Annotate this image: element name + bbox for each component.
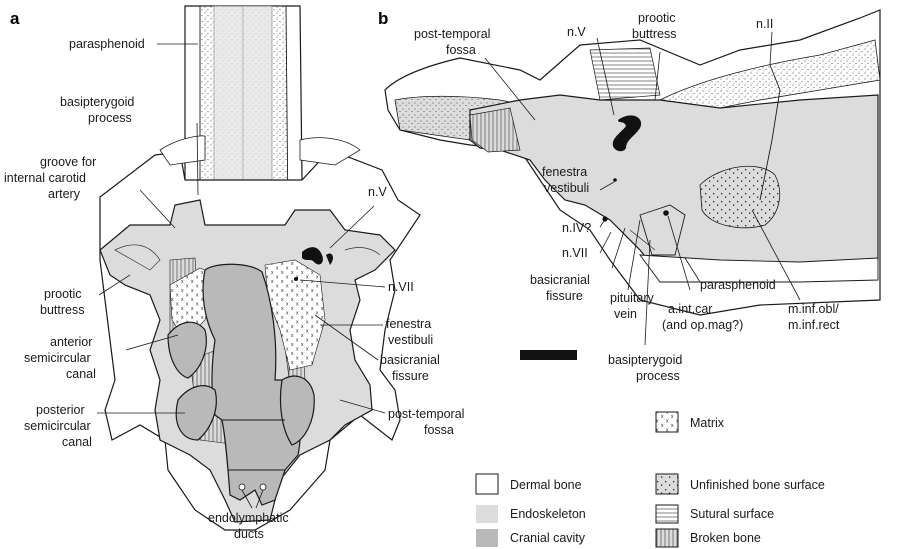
label-fenestra-a-1: fenestra: [386, 317, 431, 331]
endolymphatic-duct-right: [260, 484, 266, 490]
label-groove-1: groove for: [40, 155, 96, 169]
legend-item-endoskeleton: Endoskeleton: [476, 505, 586, 523]
legend-label-unfinished: Unfinished bone surface: [690, 478, 825, 492]
label-basipterygoid-a-2: process: [88, 111, 132, 125]
nIV-foramen-b: [602, 216, 607, 221]
scale-bar: [520, 350, 577, 360]
label-parasphenoid-a: parasphenoid: [69, 37, 145, 51]
label-fenestra-a-2: vestibuli: [388, 333, 433, 347]
label-anterior-3: canal: [66, 367, 96, 381]
label-minf-b-2: m.inf.rect: [788, 318, 840, 332]
label-aintcar-b-2: (and op.mag?): [662, 318, 743, 332]
label-prootic-a-2: buttress: [40, 303, 84, 317]
legend-item-cranial: Cranial cavity: [476, 529, 586, 547]
label-post-temporal-a-1: post-temporal: [388, 407, 464, 421]
label-posterior-3: canal: [62, 435, 92, 449]
label-nVII-a: n.VII: [388, 280, 414, 294]
label-prootic-b-2: buttress: [632, 27, 676, 41]
label-endolymphatic-1: endolymphatic: [208, 511, 289, 525]
legend-label-sutural: Sutural surface: [690, 507, 774, 521]
nVII-foramen-a: [294, 277, 298, 281]
legend-item-broken: Broken bone: [656, 529, 761, 547]
label-prootic-b-1: prootic: [638, 11, 676, 25]
label-parasphenoid-b: parasphenoid: [700, 278, 776, 292]
label-post-temporal-a-2: fossa: [424, 423, 454, 437]
label-anterior-2: semicircular: [24, 351, 91, 365]
sutural-surface-b: [590, 48, 660, 100]
panel-b-letter: b: [378, 9, 388, 28]
panel-b: b: [378, 9, 880, 383]
legend-item-dermal: Dermal bone: [476, 474, 582, 494]
label-nV-a: n.V: [368, 185, 387, 199]
label-basipterygoid-b-1: basipterygoid: [608, 353, 682, 367]
label-basicranial-b-2: fissure: [546, 289, 583, 303]
legend-label-broken: Broken bone: [690, 531, 761, 545]
legend: Dermal bone Endoskeleton Cranial cavity …: [476, 412, 825, 547]
label-basicranial-a-2: fissure: [392, 369, 429, 383]
label-prootic-a-1: prootic: [44, 287, 82, 301]
label-aintcar-b-1: a.int.car: [668, 302, 712, 316]
label-groove-3: artery: [48, 187, 81, 201]
legend-label-matrix: Matrix: [690, 416, 725, 430]
label-fenestra-b-2: vestibuli: [544, 181, 589, 195]
label-nV-b: n.V: [567, 25, 586, 39]
label-basipterygoid-a-1: basipterygoid: [60, 95, 134, 109]
label-basicranial-b-1: basicranial: [530, 273, 590, 287]
panel-a-letter: a: [10, 9, 20, 28]
endolymphatic-duct-left: [239, 484, 245, 490]
label-post-temporal-b-2: fossa: [446, 43, 476, 57]
label-nIV-b: n.IV?: [562, 221, 591, 235]
label-basicranial-a-1: basicranial: [380, 353, 440, 367]
label-nII-b: n.II: [756, 17, 773, 31]
label-post-temporal-b-1: post-temporal: [414, 27, 490, 41]
label-fenestra-b-1: fenestra: [542, 165, 587, 179]
legend-label-dermal: Dermal bone: [510, 478, 582, 492]
label-groove-2: internal carotid: [4, 171, 86, 185]
legend-item-matrix: Matrix: [656, 412, 725, 432]
label-minf-b-1: m.inf.obl/: [788, 302, 839, 316]
legend-label-cranial: Cranial cavity: [510, 531, 586, 545]
label-basipterygoid-b-2: process: [636, 369, 680, 383]
label-posterior-1: posterior: [36, 403, 85, 417]
label-posterior-2: semicircular: [24, 419, 91, 433]
unfinished-bone-b: [700, 166, 780, 227]
legend-item-sutural: Sutural surface: [656, 505, 774, 523]
label-anterior-1: anterior: [50, 335, 92, 349]
label-pituitary-b-1: pituitary: [610, 291, 655, 305]
legend-item-unfinished: Unfinished bone surface: [656, 474, 825, 494]
aintcar-foramen-b: [663, 210, 669, 216]
label-pituitary-b-2: vein: [614, 307, 637, 321]
label-endolymphatic-2: ducts: [234, 527, 264, 541]
legend-label-endoskeleton: Endoskeleton: [510, 507, 586, 521]
fenestra-dot-b: [613, 178, 617, 182]
label-nVII-b: n.VII: [562, 246, 588, 260]
